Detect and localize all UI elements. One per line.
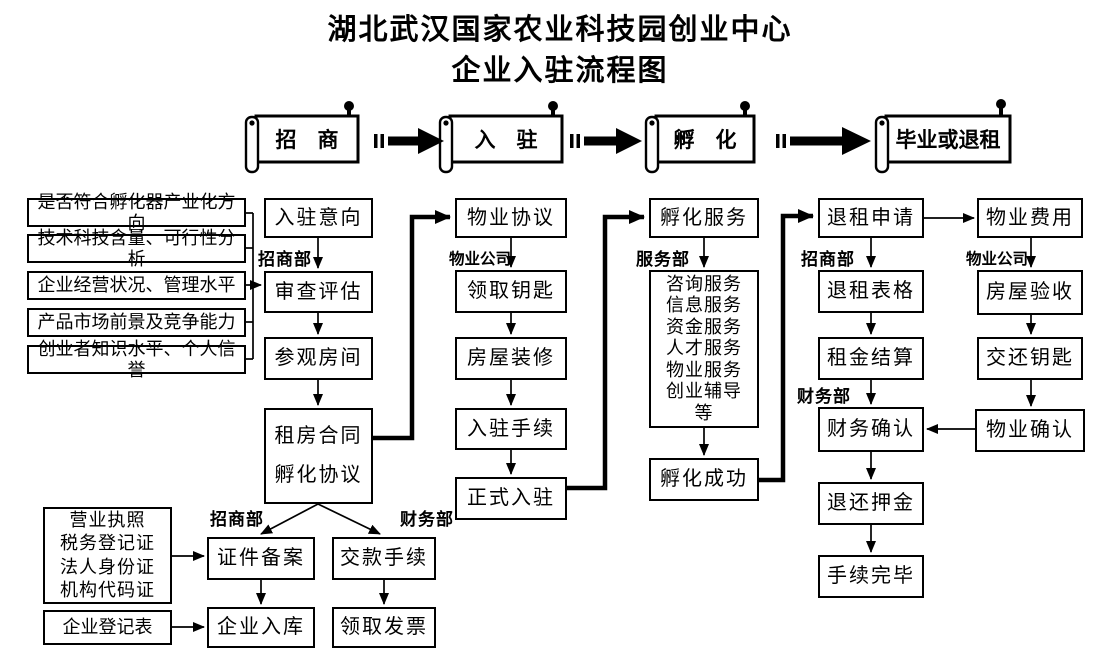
criteria-box-4: 产品市场前景及竞争能力	[27, 308, 246, 337]
box-docs-list: 营业执照 税务登记证 法人身份证 机构代码证	[43, 507, 172, 604]
doc-legal-id: 法人身份证	[60, 556, 155, 577]
box-entry-intent: 入驻意向	[264, 198, 373, 238]
flow-arrow-diagonal-right	[317, 503, 381, 535]
banner-investment: 招 商	[275, 129, 339, 152]
criteria-box-1: 是否符合孵化器产业化方向	[27, 192, 246, 233]
box-services-list: 咨询服务 信息服务 资金服务 人才服务 物业服务 创业辅导 等	[649, 270, 759, 428]
dept-label-investment-2: 招商部	[801, 250, 855, 269]
box-company-reg-form: 企业登记表	[43, 610, 172, 645]
box-incubation-success: 孵化成功	[649, 458, 759, 501]
striped-arrow-3	[776, 127, 871, 155]
box-return-keys: 交还钥匙	[977, 337, 1083, 380]
box-property-agreement: 物业协议	[455, 198, 567, 238]
service-funding: 资金服务	[666, 316, 742, 337]
doc-org-code: 机构代码证	[60, 580, 155, 600]
service-talent: 人才服务	[666, 338, 742, 359]
scroll-shape-incubation	[644, 101, 756, 174]
dept-label-service: 服务部	[636, 250, 690, 269]
box-termination-form: 退租表格	[818, 270, 924, 313]
incubation-agreement-line: 孵化协议	[274, 463, 363, 486]
dept-label-finance-bottom: 财务部	[400, 510, 454, 529]
box-payment-procedure: 交款手续	[332, 537, 436, 580]
dept-label-investment-bottom: 招商部	[210, 510, 264, 529]
box-incubation-service: 孵化服务	[649, 198, 759, 238]
service-information: 信息服务	[666, 295, 742, 316]
banner-incubation: 孵 化	[673, 129, 737, 152]
doc-tax-cert: 税务登记证	[60, 533, 155, 553]
box-review-assess: 审查评估	[264, 271, 373, 313]
scroll-shape-entry	[438, 101, 564, 174]
dept-label-finance: 财务部	[797, 387, 851, 406]
elbow-entry-to-incubation	[567, 210, 645, 491]
banner-entry: 入 驻	[474, 129, 538, 152]
box-room-renovation: 房屋装修	[455, 337, 567, 380]
box-procedure-complete: 手续完毕	[818, 555, 924, 598]
dept-label-property-2: 物业公司	[966, 251, 1029, 268]
box-termination-request: 退租申请	[818, 198, 924, 238]
criteria-bracket	[246, 212, 262, 360]
criteria-box-3: 企业经营状况、管理水平	[27, 271, 246, 300]
scroll-shape-investment	[244, 101, 360, 174]
scroll-shape-graduation	[874, 99, 1012, 174]
page-title-line2: 企业入驻流程图	[451, 55, 669, 87]
striped-arrow-2	[570, 128, 642, 154]
box-finance-confirm: 财务确认	[818, 407, 924, 452]
box-official-entry: 正式入驻	[455, 477, 567, 520]
service-consulting: 咨询服务	[666, 273, 742, 294]
flow-arrow-diagonal-left	[260, 503, 319, 535]
elbow-lease-to-property	[373, 210, 451, 441]
flow-arrows	[172, 213, 1036, 632]
elbow-success-to-termination	[759, 209, 814, 483]
service-property: 物业服务	[666, 359, 742, 380]
service-startup-coaching: 创业辅导	[666, 381, 742, 402]
box-cert-filing: 证件备案	[207, 537, 315, 580]
stage-elbow-connectors	[373, 209, 814, 491]
box-get-keys: 领取钥匙	[455, 270, 567, 313]
box-lease-contract: 租房合同 孵化协议	[264, 408, 373, 504]
dept-label-property-1: 物业公司	[449, 251, 512, 268]
box-entry-procedure: 入驻手续	[455, 408, 567, 450]
doc-business-license: 营业执照	[69, 509, 146, 530]
box-deposit-refund: 退还押金	[818, 482, 924, 525]
box-company-entry-db: 企业入库	[207, 607, 315, 648]
page-title-line1: 湖北武汉国家农业科技园创业中心	[327, 14, 793, 46]
box-rent-settlement: 租金结算	[818, 337, 924, 380]
box-property-confirm: 物业确认	[975, 409, 1085, 452]
dept-label-investment-1: 招商部	[258, 250, 312, 269]
banner-graduation: 毕业或退租	[895, 129, 1001, 152]
striped-arrow-1	[374, 128, 444, 154]
box-property-fee: 物业费用	[977, 198, 1083, 238]
criteria-box-5: 创业者知识水平、个人信誉	[27, 339, 246, 380]
box-house-inspection: 房屋验收	[977, 270, 1083, 315]
criteria-box-2: 技术科技含量、可行性分析	[27, 228, 246, 269]
box-get-invoice: 领取发票	[332, 607, 436, 648]
box-visit-rooms: 参观房间	[264, 337, 373, 380]
lease-contract-line: 租房合同	[274, 425, 363, 448]
service-etc: 等	[694, 402, 714, 423]
